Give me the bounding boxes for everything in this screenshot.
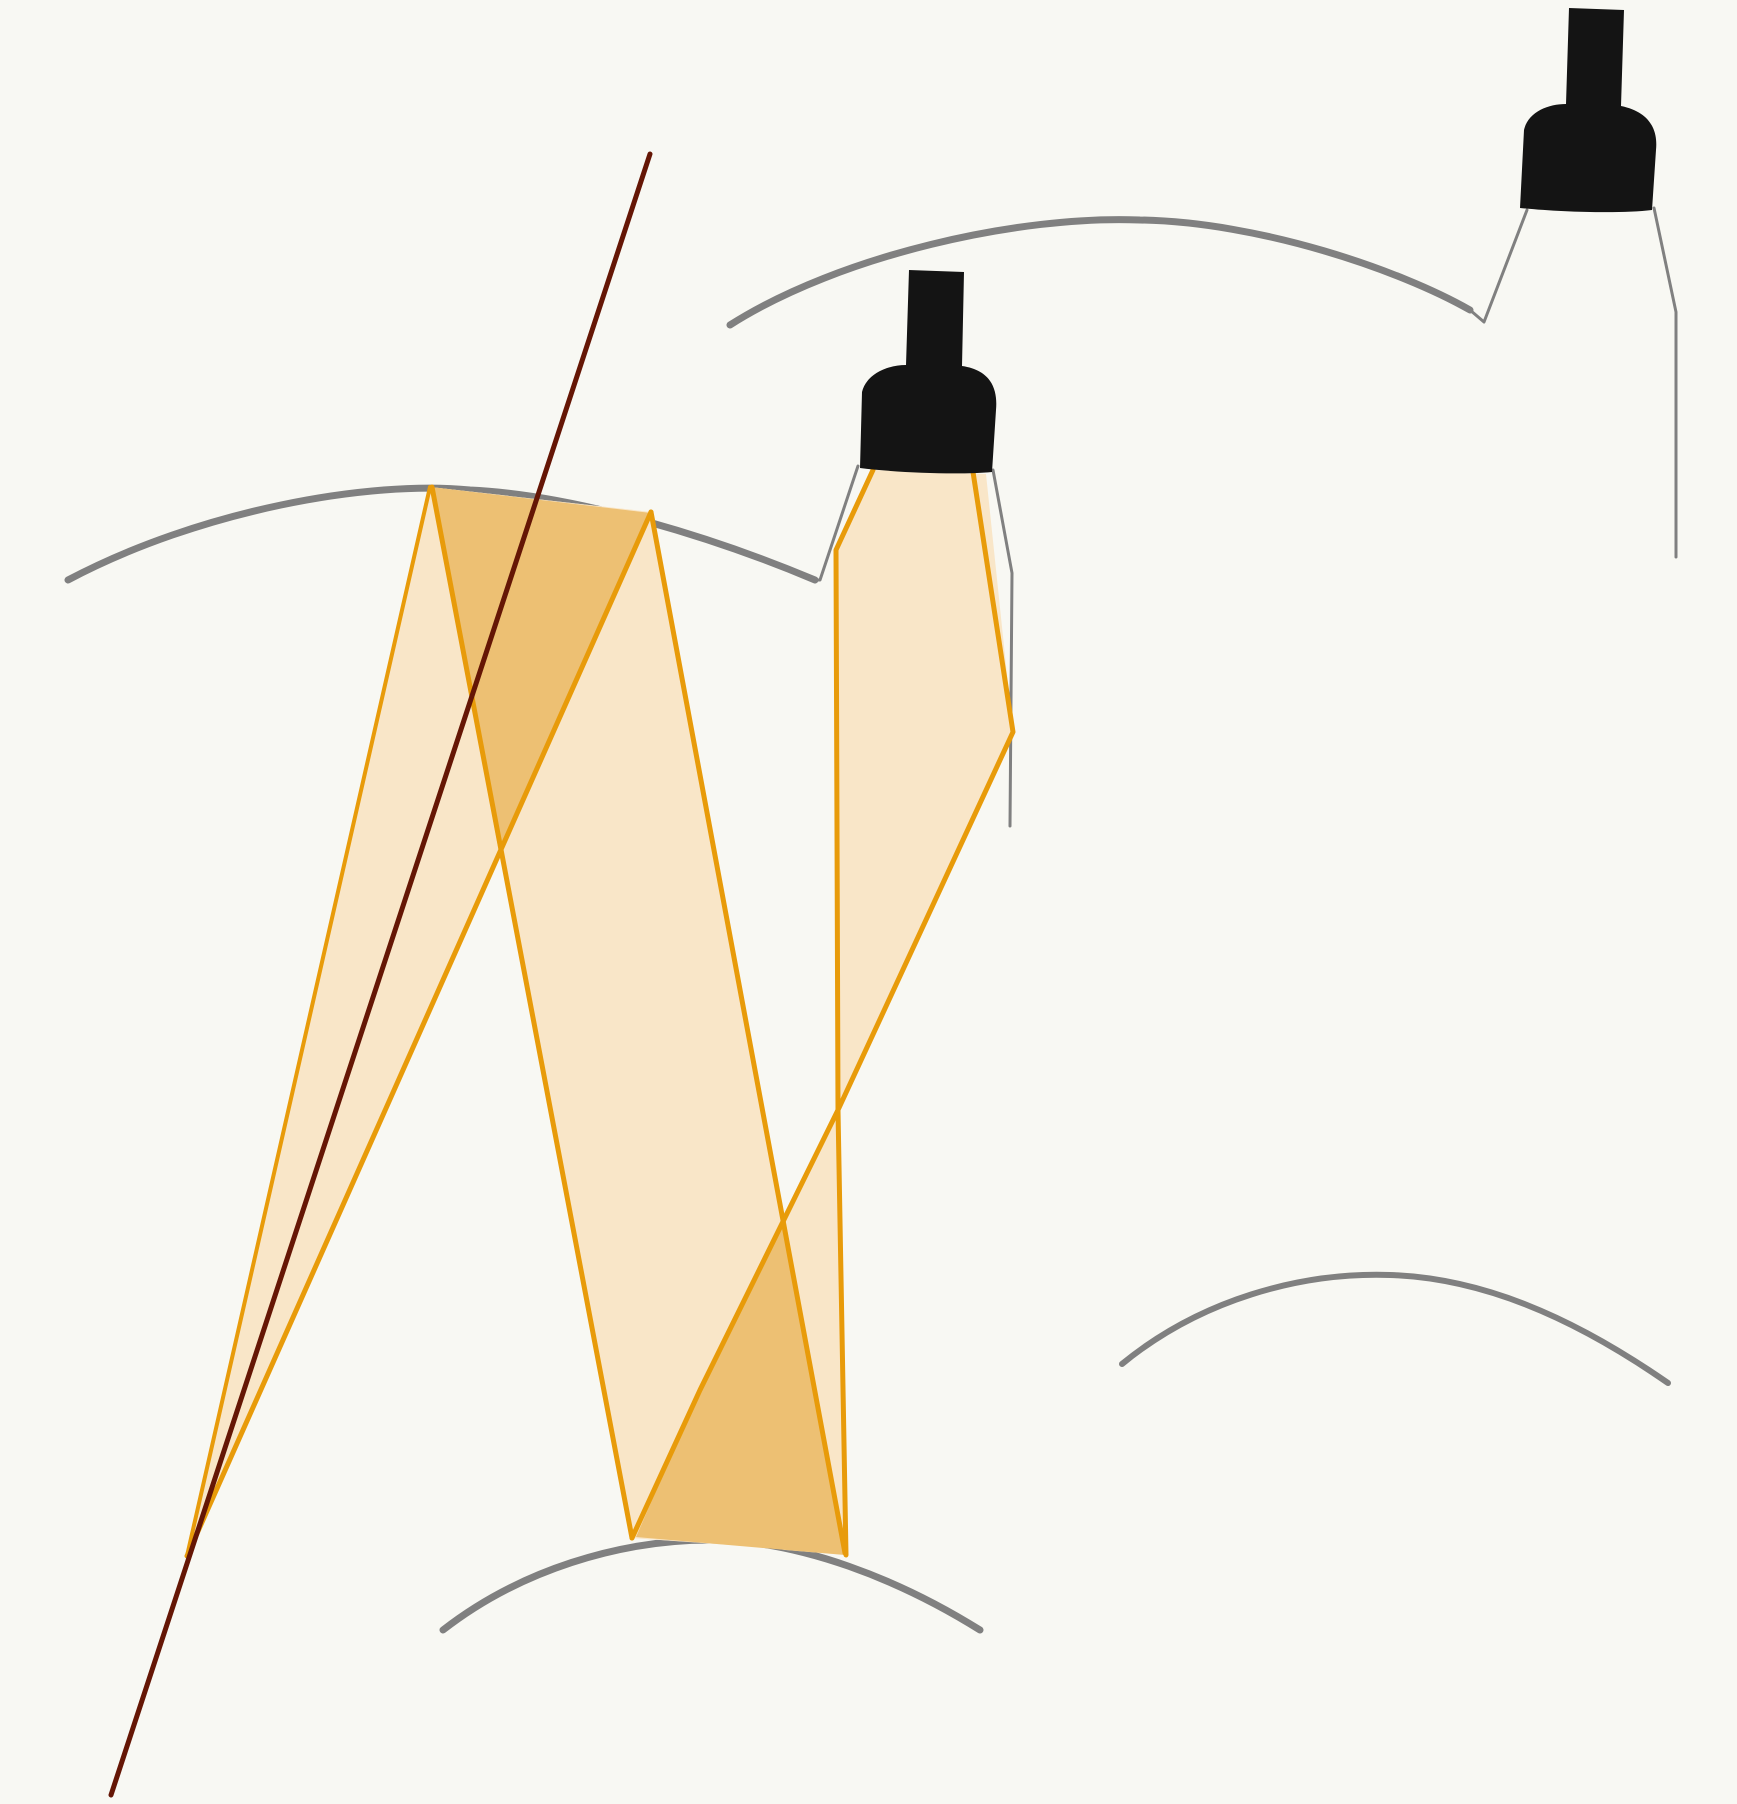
light-ray [629, 469, 1016, 1541]
light-beams [187, 470, 1013, 1556]
light-ray [184, 509, 654, 1559]
spotlight-lamp [1520, 8, 1657, 213]
spotlight-lamp [860, 270, 997, 474]
lower-right-surface-arc [1119, 1271, 1671, 1386]
middle-lamp-frame-left [813, 464, 860, 582]
light-ray [429, 484, 635, 1541]
light-rays [184, 467, 1016, 1559]
beam-overlap [636, 1218, 845, 1555]
dark-rod [108, 151, 653, 1798]
light-ray [185, 485, 432, 1558]
spotlight-lamp-middle [860, 270, 997, 474]
upper-lamp-frame-left [1468, 208, 1529, 324]
upper-surface-arc [726, 216, 1474, 329]
upper-lamp-frame-right [1652, 206, 1678, 559]
middle-surface-arc [64, 484, 819, 584]
light-ray [833, 467, 876, 1558]
light-beam [632, 470, 1013, 1555]
light-ray [648, 509, 848, 1556]
spotlight-lamp-upper [1520, 8, 1657, 213]
